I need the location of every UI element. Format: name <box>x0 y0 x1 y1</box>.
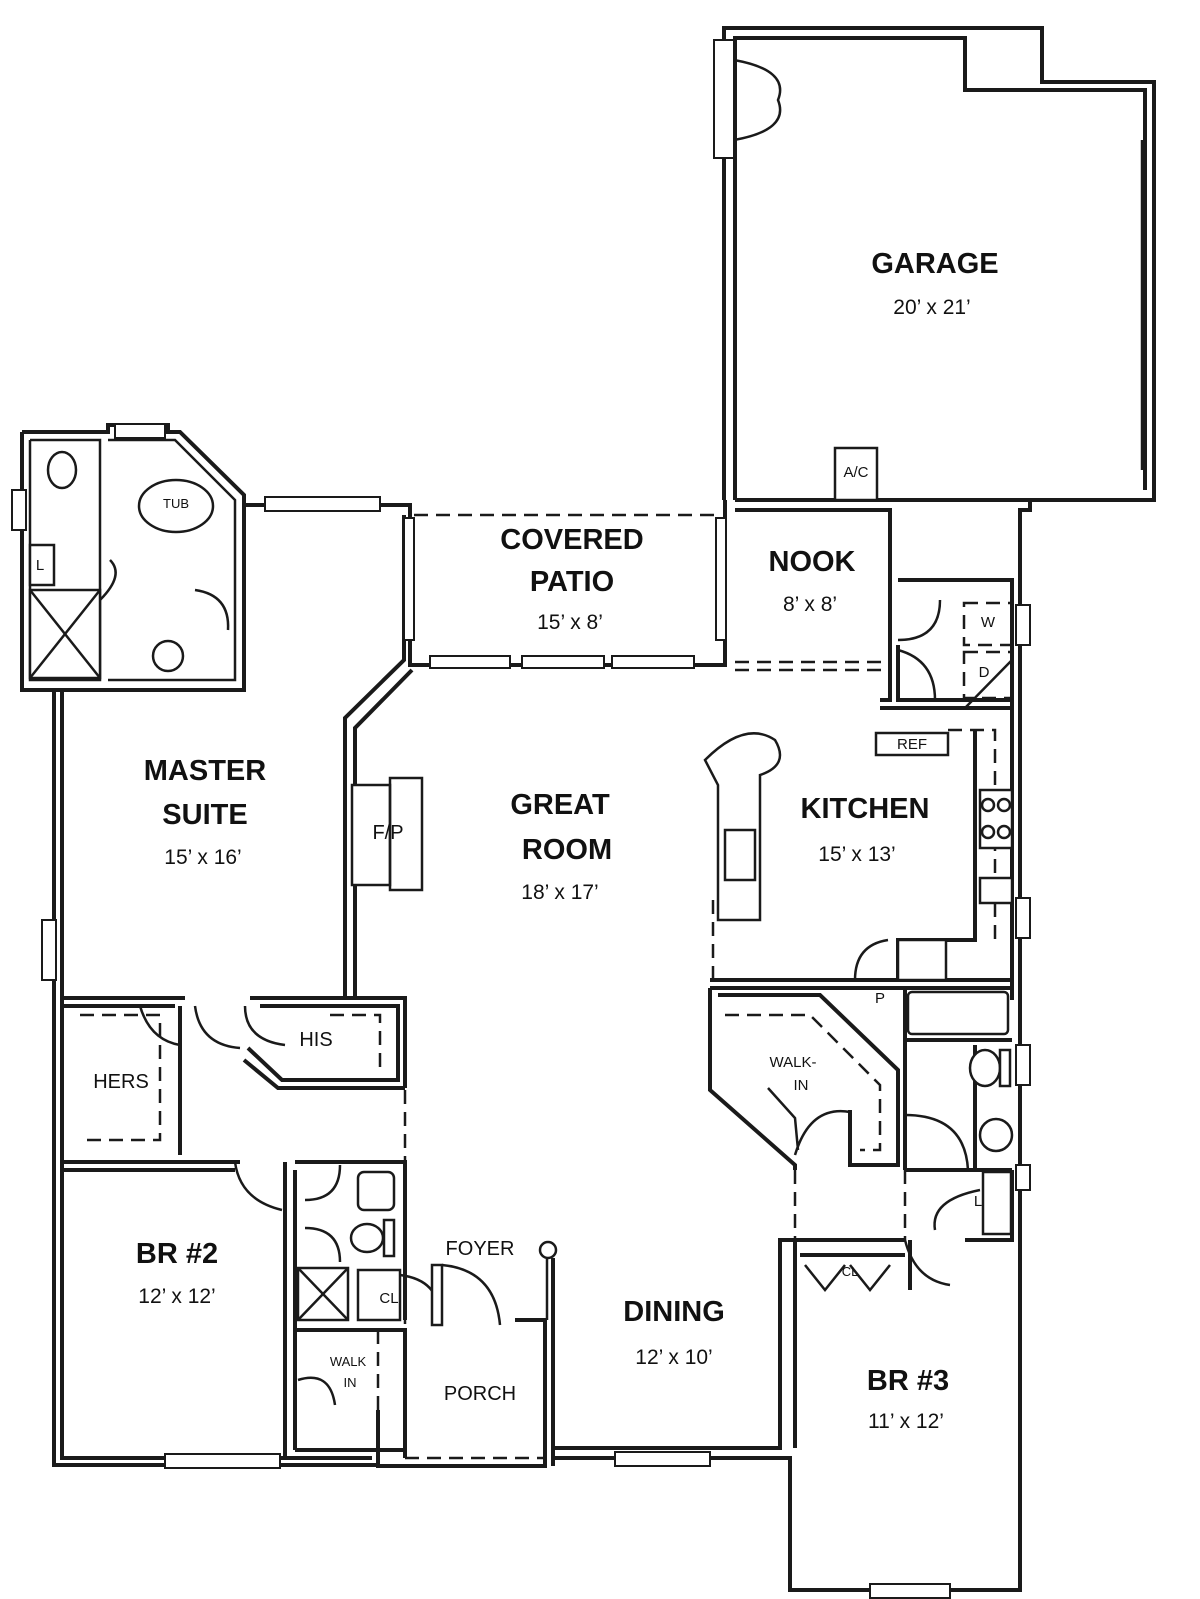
covered-patio-dim: 15’ x 8’ <box>537 611 603 634</box>
fireplace-fixture <box>350 783 392 887</box>
cl-foyer-label: CL <box>379 1290 399 1307</box>
tub-fixture <box>137 478 215 534</box>
ref-fixture <box>874 731 950 757</box>
master-bath <box>11 423 246 692</box>
his-closet-label: HIS <box>299 1029 333 1051</box>
br3-label: BR #3 <box>866 1365 950 1397</box>
ac-label: A/C <box>843 464 869 481</box>
covered-patio-label-1: COVERED <box>500 524 644 556</box>
closet-doors <box>138 1005 905 1293</box>
nook-dim: 8’ x 8’ <box>782 593 838 616</box>
garage-dim: 20’ x 21’ <box>893 296 971 319</box>
walk-in-kitchen-label-2: IN <box>793 1077 809 1094</box>
hall-bath-fixtures <box>296 1164 442 1406</box>
hers-closet-label: HERS <box>93 1071 149 1093</box>
garage-walls <box>713 26 1156 1592</box>
covered-patio-label-2: PATIO <box>529 566 615 598</box>
br2-dim: 12’ x 12’ <box>138 1285 216 1308</box>
garage-label: GARAGE <box>871 248 999 280</box>
linen-hall <box>981 1170 1013 1236</box>
toilet-master <box>46 450 78 490</box>
dining-dim: 12’ x 10’ <box>635 1346 713 1369</box>
bath2-fixtures <box>793 990 1014 1287</box>
fireplace-label: F/P <box>372 822 404 844</box>
kitchen-dim: 15’ x 13’ <box>818 843 896 866</box>
great-room-label-1: GREAT <box>510 789 610 821</box>
garage-door-swing <box>733 58 782 142</box>
ref-label: REF <box>897 736 927 753</box>
br3-dim: 11’ x 12’ <box>868 1410 944 1433</box>
kitchen-sink <box>978 876 1014 905</box>
walk-in-br2-label-2: IN <box>343 1375 357 1390</box>
master-suite-label-2: SUITE <box>162 799 248 831</box>
cl-br3-label: CL <box>841 1264 859 1279</box>
dryer-label: D <box>978 664 990 681</box>
walk-in-kitchen-label-1: WALK- <box>769 1054 817 1071</box>
tub-label: TUB <box>163 496 189 511</box>
linen-master <box>28 543 56 587</box>
foyer-label: FOYER <box>445 1238 515 1260</box>
br2-label: BR #2 <box>135 1238 219 1270</box>
washer-label: W <box>980 614 996 631</box>
linen-master-label: L <box>35 557 45 574</box>
windows <box>41 496 1031 1599</box>
master-bath-window <box>11 489 27 531</box>
dining-label: DINING <box>623 1296 725 1328</box>
nook-label: NOOK <box>768 546 856 578</box>
closet-foyer <box>356 1268 402 1322</box>
kitchen-fixtures <box>350 731 1014 982</box>
walk-in-br2-label-1: WALK <box>329 1354 367 1369</box>
pantry-label: P <box>874 990 886 1007</box>
great-room-dim: 18’ x 17’ <box>521 881 599 904</box>
master-suite-label-1: MASTER <box>143 755 267 787</box>
bath2-tub <box>906 990 1010 1036</box>
foyer-entrance <box>430 1240 558 1327</box>
garage-side-door <box>713 39 735 159</box>
porch-label: PORCH <box>443 1383 517 1405</box>
sink-master <box>151 639 185 673</box>
linen-hall-label: L <box>973 1193 983 1210</box>
kitchen-island <box>703 732 782 922</box>
master-suite-dim: 15’ x 16’ <box>164 846 242 869</box>
laundry <box>897 599 1014 709</box>
dashed-lines <box>80 513 997 1460</box>
great-room-label-2: ROOM <box>521 834 613 866</box>
master-bath-top-window <box>114 423 166 439</box>
kitchen-label: KITCHEN <box>800 793 930 825</box>
ac-unit <box>833 446 879 502</box>
